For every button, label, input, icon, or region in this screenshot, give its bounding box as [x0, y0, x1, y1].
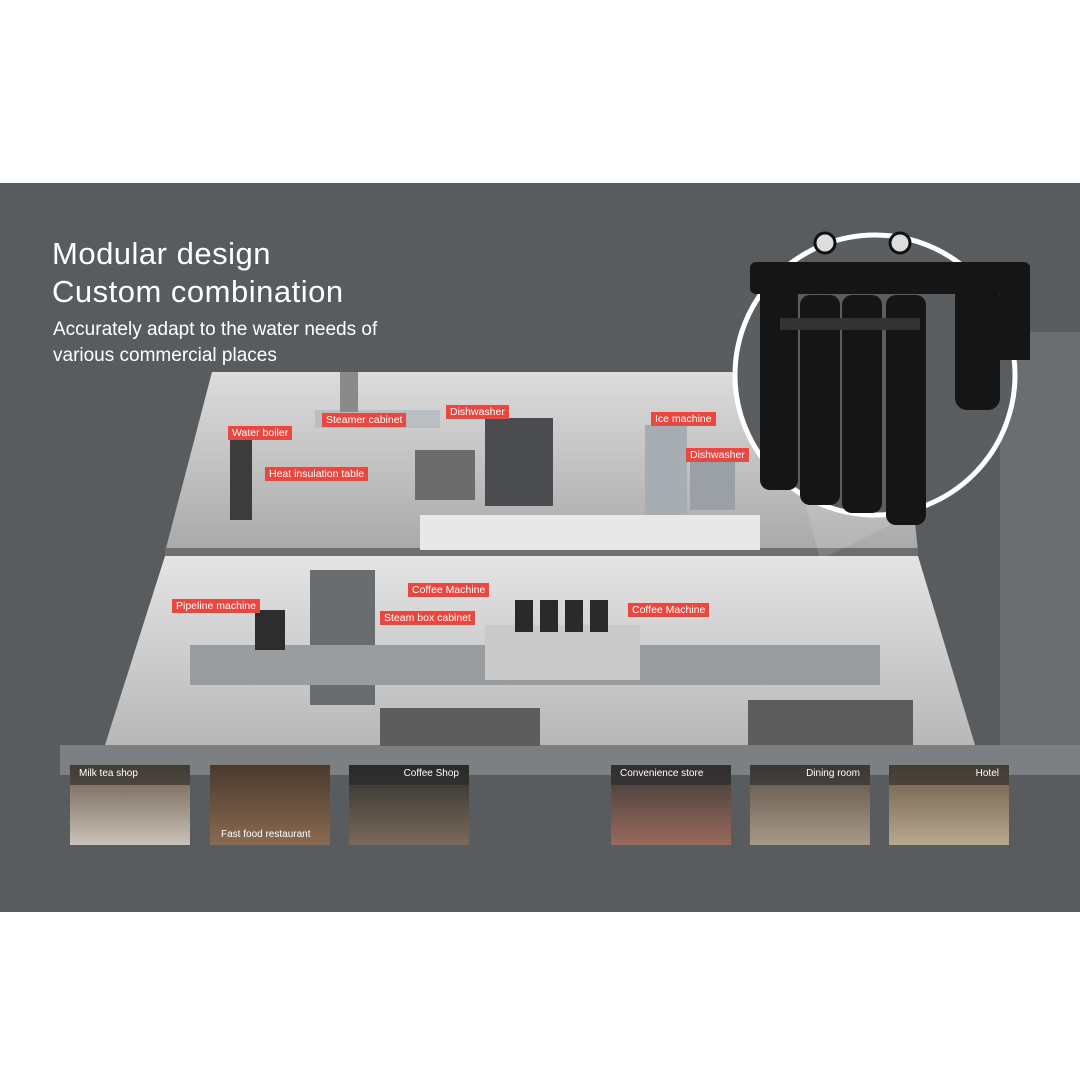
headline-line-2: Custom combination [52, 274, 344, 309]
headline-line-1: Modular design [52, 236, 271, 271]
upper-floor-edge [165, 548, 918, 556]
label-pipeline-machine: Pipeline machine [172, 599, 260, 613]
water-filter-product [750, 231, 1030, 525]
subtitle-line-1: Accurately adapt to the water needs of [53, 319, 378, 340]
place-thumb-milk-tea-shop: Milk tea shop [70, 765, 190, 845]
label-steam-box-cabinet: Steam box cabinet [380, 611, 475, 625]
label-coffee-machine: Coffee Machine [408, 583, 490, 597]
label-dishwasher-2: Dishwasher [686, 448, 749, 462]
place-caption: Convenience store [620, 768, 704, 779]
place-thumb-fast-food-restaurant: Fast food restaurant [210, 765, 330, 845]
place-caption: Fast food restaurant [221, 829, 311, 840]
label-water-boiler: Water boiler [228, 426, 293, 440]
label-coffee-machine-2: Coffee Machine [628, 603, 710, 617]
place-caption: Milk tea shop [79, 768, 138, 779]
label-dishwasher: Dishwasher [446, 405, 509, 419]
place-thumb-convenience-store: Convenience store [611, 765, 731, 845]
place-caption: Coffee Shop [403, 768, 459, 779]
place-thumb-dining-room: Dining room [750, 765, 870, 845]
place-thumb-coffee-shop: Coffee Shop [349, 765, 469, 845]
place-thumb-hotel: Hotel [889, 765, 1009, 845]
subtitle-line-2: various commercial places [53, 345, 277, 366]
label-steamer-cabinet: Steamer cabinet [322, 413, 407, 427]
place-caption: Hotel [975, 768, 999, 779]
label-heat-insulation-table: Heat insulation table [265, 467, 369, 481]
place-caption: Dining room [806, 768, 860, 779]
label-ice-machine: Ice machine [651, 412, 716, 426]
